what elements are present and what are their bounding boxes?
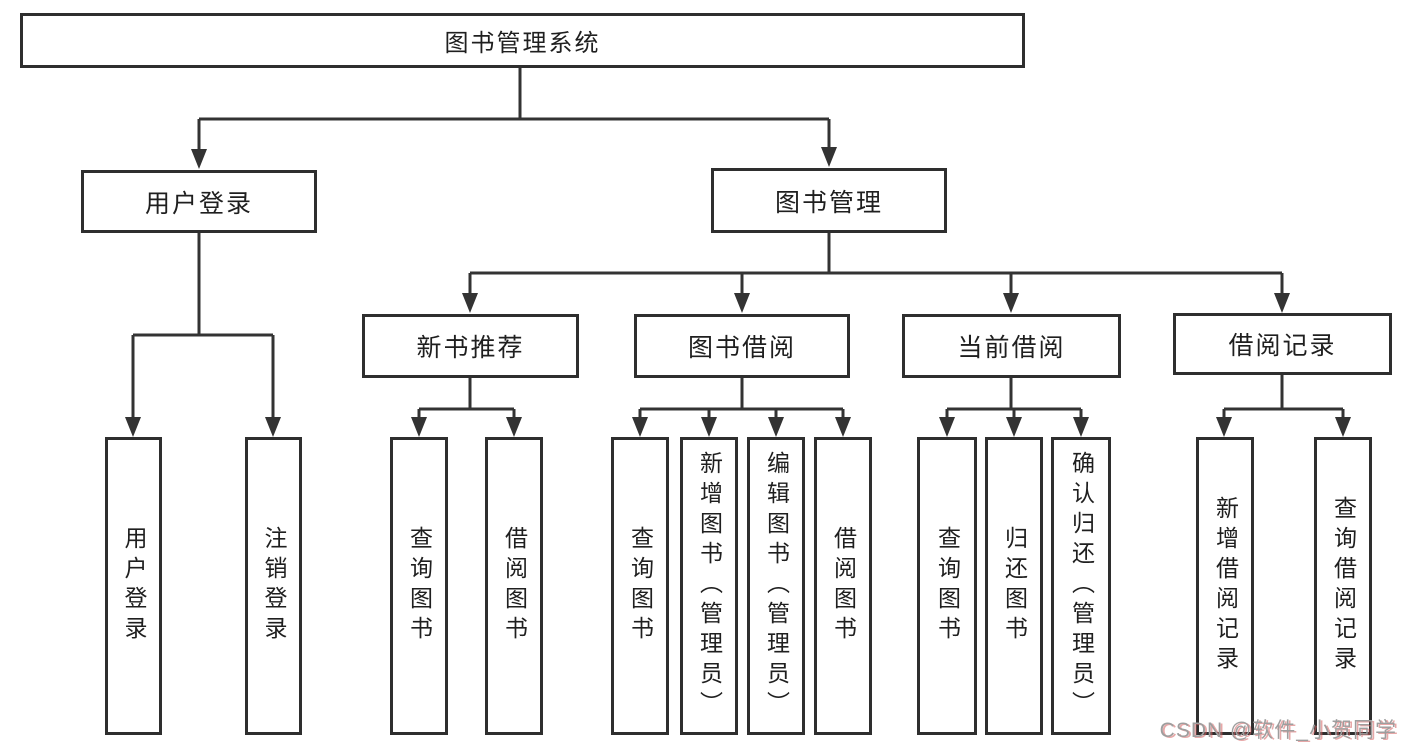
node-current-borrowing: 当前借阅 (902, 314, 1121, 378)
leaf-label: 查询图书 (934, 526, 961, 646)
leaf-label: 用户登录 (121, 526, 147, 646)
node-book-borrowing: 图书借阅 (634, 314, 850, 378)
leaf-query-books-recommend: 查询图书 (390, 437, 448, 735)
leaf-add-books-admin: 新增图书（管理员） (680, 437, 738, 735)
leaf-return-books: 归还图书 (985, 437, 1043, 735)
leaf-label: 查询图书 (627, 526, 654, 646)
leaf-label: 查询借阅记录 (1330, 496, 1357, 676)
node-label: 用户登录 (144, 189, 253, 218)
node-new-book-recommendation: 新书推荐 (362, 314, 579, 378)
leaf-label: 借阅图书 (830, 526, 857, 646)
leaf-label: 确认归还（管理员） (1068, 451, 1095, 721)
leaf-add-borrowing-record: 新增借阅记录 (1196, 437, 1254, 735)
node-borrowing-records: 借阅记录 (1173, 313, 1392, 375)
leaf-label: 注销登录 (261, 526, 287, 646)
leaf-logout: 注销登录 (245, 437, 302, 735)
leaf-label: 新增借阅记录 (1212, 496, 1239, 676)
node-label: 新书推荐 (416, 334, 525, 362)
leaf-query-borrowing-record: 查询借阅记录 (1314, 437, 1372, 735)
leaf-borrow-books-recommend: 借阅图书 (485, 437, 543, 735)
csdn-watermark: CSDN @软件_小贺同学 (1159, 719, 1397, 742)
node-label: 当前借阅 (957, 334, 1066, 362)
node-label: 图书管理系统 (444, 30, 601, 57)
leaf-confirm-return-admin: 确认归还（管理员） (1051, 437, 1111, 735)
node-book-management: 图书管理 (711, 168, 947, 233)
leaf-query-books-borrowing: 查询图书 (611, 437, 669, 735)
leaf-user-login: 用户登录 (105, 437, 162, 735)
leaf-label: 查询图书 (406, 526, 433, 646)
node-label: 图书借阅 (687, 334, 796, 362)
node-label: 图书管理 (774, 188, 883, 217)
node-label: 借阅记录 (1228, 332, 1337, 360)
leaf-label: 归还图书 (1001, 526, 1028, 646)
leaf-label: 编辑图书（管理员） (763, 451, 790, 721)
arrowheads (125, 147, 1351, 437)
leaf-borrow-books-borrowing: 借阅图书 (814, 437, 872, 735)
node-library-management-system: 图书管理系统 (20, 13, 1025, 68)
leaf-label: 借阅图书 (501, 526, 528, 646)
leaf-label: 新增图书（管理员） (696, 451, 723, 721)
node-user-login: 用户登录 (81, 170, 317, 233)
leaf-edit-books-admin: 编辑图书（管理员） (747, 437, 805, 735)
tree-edges (131, 68, 1345, 417)
leaf-query-books-current: 查询图书 (917, 437, 977, 735)
